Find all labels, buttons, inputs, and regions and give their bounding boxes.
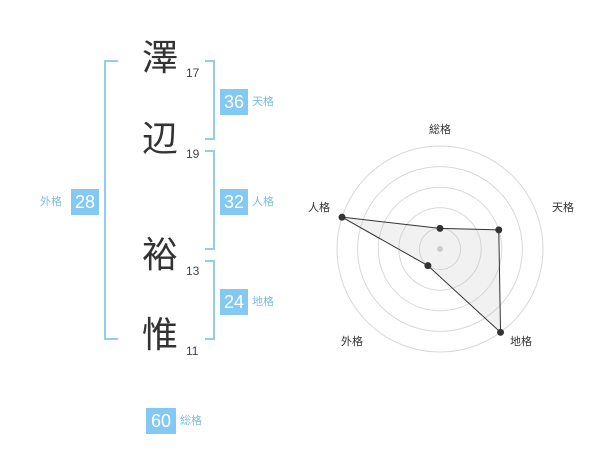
soukaku-value-badge: 60: [146, 408, 176, 434]
jinkaku-value-badge: 32: [220, 189, 248, 215]
radar-series-polygon: [341, 216, 502, 334]
name-char-1: 澤: [142, 38, 179, 79]
stroke-count-2: 19: [186, 147, 200, 161]
soukaku-label: 総格: [180, 414, 202, 427]
radar-axis-label-jinkaku: 人格: [308, 201, 330, 214]
jinkaku-label: 人格: [252, 195, 274, 208]
tenkaku-label: 天格: [252, 95, 274, 108]
chikaku-label: 地格: [252, 295, 274, 308]
radar-point-4: [338, 213, 346, 221]
chikaku-value-badge: 24: [220, 289, 248, 315]
radar-center-dot: [437, 246, 443, 252]
stroke-count-4: 11: [186, 344, 199, 358]
radar-point-3: [424, 262, 432, 270]
stroke-count-3: 13: [186, 264, 200, 278]
radar-point-1: [495, 226, 503, 234]
jinkaku-bracket: [205, 150, 215, 250]
radar-axis-label-tenkaku: 天格: [552, 201, 574, 214]
radar-grid-ring-3: [377, 186, 503, 312]
gaikaku-label: 外格: [40, 195, 62, 208]
radar-axis-label-gaikaku: 外格: [341, 335, 363, 348]
stroke-count-1: 17: [186, 66, 200, 80]
gaikaku-value-badge: 28: [71, 189, 99, 215]
tenkaku-value-badge: 36: [220, 89, 248, 115]
name-char-4: 惟: [142, 315, 179, 356]
chikaku-bracket: [205, 260, 215, 340]
radar-axis-label-soukaku: 総格: [429, 123, 451, 136]
gaikaku-bracket: [104, 60, 118, 340]
radar-grid-ring-5: [336, 145, 544, 353]
radar-point-0: [436, 224, 444, 232]
name-char-2: 辺: [142, 119, 179, 160]
tenkaku-bracket: [205, 60, 215, 140]
radar-grid-ring-4: [357, 166, 523, 332]
radar-point-2: [497, 328, 505, 336]
name-char-3: 裕: [142, 235, 179, 276]
radar-axis-label-chikaku: 地格: [510, 335, 532, 348]
